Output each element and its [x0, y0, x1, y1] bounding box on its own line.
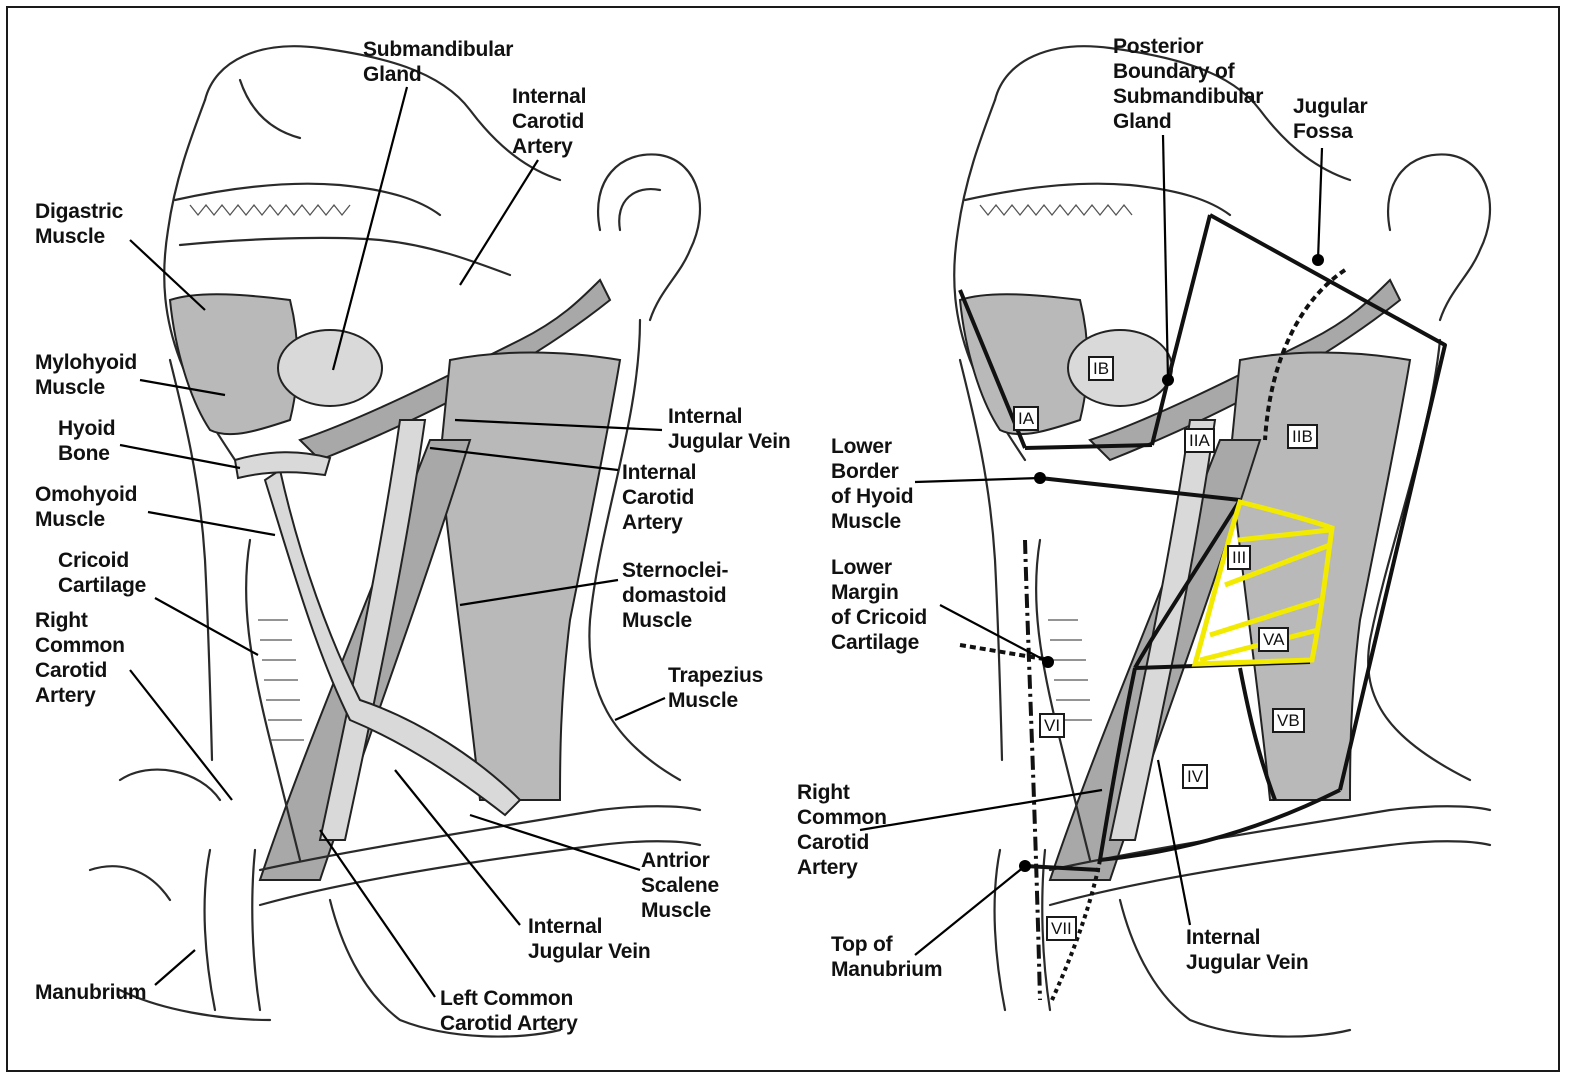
label-hyoid-bone: Hyoid Bone [58, 417, 116, 465]
label-internal-jugular-right: Internal Jugular Vein [1186, 926, 1309, 974]
leader-lines [119, 86, 1324, 998]
label-internal-jugular-bottom: Internal Jugular Vein [528, 915, 651, 963]
label-submandibular-gland: Submandibular Gland [363, 38, 514, 86]
label-posterior-boundary: Posterior Boundary of Submandibular Glan… [1113, 35, 1264, 133]
label-manubrium: Manubrium [35, 981, 147, 1004]
left-anatomy [88, 45, 702, 1038]
right-anatomy [953, 45, 1492, 1038]
label-jugular-fossa: Jugular Fossa [1293, 95, 1368, 143]
label-right-common-carotid: Right Common Carotid Artery [35, 609, 125, 707]
label-trapezius-muscle: Trapezius Muscle [668, 664, 764, 712]
label-internal-carotid-mid: Internal Carotid Artery [622, 461, 697, 534]
level-ia: IA [1013, 406, 1040, 431]
label-cricoid-cartilage: Cricoid Cartilage [58, 549, 147, 597]
label-anterior-scalene: Antrior Scalene Muscle [641, 849, 719, 922]
level-ib: IB [1088, 356, 1115, 381]
level-highlight [1191, 499, 1335, 667]
level-va: VA [1258, 627, 1290, 652]
level-vb: VB [1272, 708, 1305, 733]
label-internal-jugular-top: Internal Jugular Vein [668, 405, 791, 453]
level-iii: III [1227, 545, 1252, 570]
label-lower-margin-cricoid: Lower Margin of Cricoid Cartilage [831, 556, 927, 654]
level-iv: IV [1182, 764, 1209, 789]
label-digastric-muscle: Digastric Muscle [35, 200, 124, 248]
label-left-common-carotid: Left Common Carotid Artery [440, 987, 578, 1035]
label-right-common-carotid-right: Right Common Carotid Artery [797, 781, 887, 879]
level-vi: VI [1039, 713, 1066, 738]
level-vii: VII [1046, 916, 1077, 941]
label-lower-border-hyoid: Lower Border of Hyoid Muscle [831, 435, 914, 533]
label-omohyoid-muscle: Omohyoid Muscle [35, 483, 138, 531]
label-internal-carotid-top: Internal Carotid Artery [512, 85, 587, 158]
label-sternocleidomastoid: Sternoclei- domastoid Muscle [622, 559, 729, 632]
label-top-of-manubrium: Top of Manubrium [831, 933, 943, 981]
level-iib: IIB [1287, 424, 1318, 449]
level-iia: IIA [1184, 428, 1215, 453]
label-mylohyoid-muscle: Mylohyoid Muscle [35, 351, 138, 399]
